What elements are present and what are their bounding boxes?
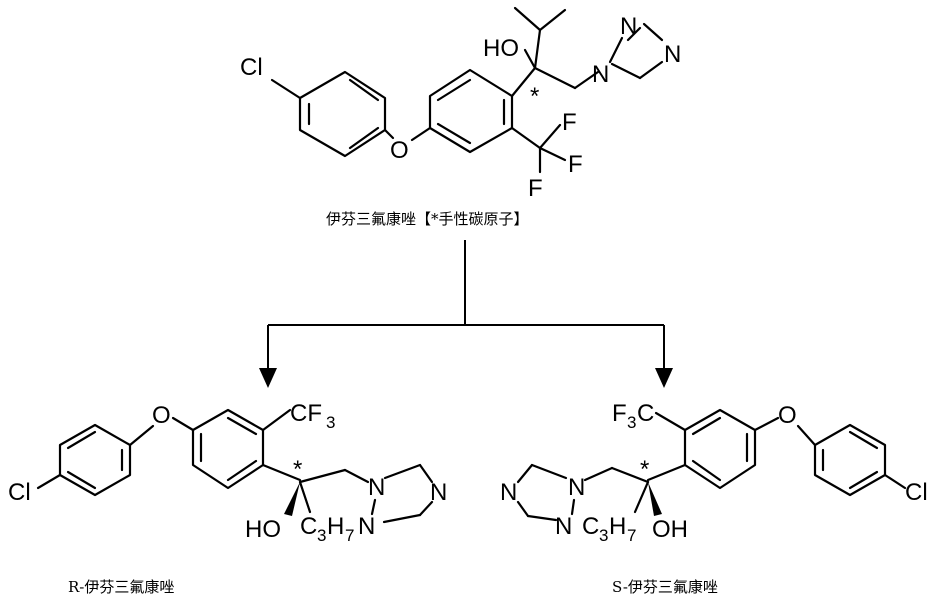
split-arrows	[259, 240, 673, 388]
s-molecule: F 3 C O Cl * OH C 3 H 7 N N N	[500, 400, 928, 545]
r-central-ring	[191, 408, 265, 490]
r-h-sub: 7	[345, 526, 354, 545]
top-triazole-n2: N	[620, 13, 637, 40]
top-chlorophenyl-ring	[298, 70, 387, 158]
r-c-label: C	[300, 513, 317, 540]
top-f2: F	[568, 151, 583, 178]
top-cl-label: Cl	[240, 54, 263, 81]
r-ether-o: O	[152, 402, 171, 429]
r-h-label: H	[327, 513, 344, 540]
top-ether-o: O	[390, 137, 409, 164]
r-ho-label: HO	[245, 516, 281, 543]
r-triazole-n2: N	[358, 513, 375, 540]
top-molecule: Cl O F F F HO * N	[240, 6, 681, 202]
r-chiral-star: *	[293, 456, 302, 483]
top-chiral-star: *	[530, 83, 539, 110]
r-chlorophenyl-ring	[58, 423, 132, 497]
s-chlorophenyl-ring	[813, 423, 887, 497]
s-triazole-n1: N	[568, 474, 585, 501]
s-wedge	[648, 482, 662, 516]
s-ether-o: O	[778, 402, 797, 429]
s-h-label: H	[609, 513, 626, 540]
s-cl-label: Cl	[905, 479, 928, 506]
s-c-sub: 3	[599, 526, 608, 545]
r-triazole-n4: N	[430, 479, 447, 506]
s-triazole-n4: N	[500, 479, 517, 506]
top-f1: F	[562, 109, 577, 136]
top-ho-label: HO	[483, 35, 519, 62]
top-triazole-n4: N	[664, 41, 681, 68]
s-cf3-c: C	[637, 400, 654, 427]
top-caption: 伊芬三氟康唑【*手性碳原子】	[326, 210, 529, 228]
r-cf3-sub: 3	[326, 413, 335, 432]
r-caption: R-伊芬三氟康唑	[68, 578, 174, 596]
s-c-label: C	[582, 513, 599, 540]
s-h-sub: 7	[627, 526, 636, 545]
top-triazole-n1: N	[592, 61, 609, 88]
s-central-ring	[683, 408, 757, 490]
top-central-ring	[428, 68, 514, 154]
s-caption: S-伊芬三氟康唑	[612, 578, 718, 596]
s-chiral-star: *	[640, 456, 649, 483]
s-oh-label: OH	[652, 516, 688, 543]
top-f3: F	[528, 175, 543, 202]
r-wedge	[284, 482, 300, 516]
arrow-head-left	[259, 368, 277, 388]
r-triazole-n1: N	[368, 474, 385, 501]
s-cf3-f: F	[612, 400, 627, 427]
r-c-sub: 3	[317, 526, 326, 545]
r-molecule: Cl O CF 3 * HO C 3 H 7 N N N	[8, 400, 447, 545]
r-cf3-cf: CF	[290, 400, 322, 427]
arrow-head-right	[655, 368, 673, 388]
s-cf3-sub: 3	[627, 413, 636, 432]
r-cl-label: Cl	[8, 479, 31, 506]
s-triazole-n2: N	[555, 513, 572, 540]
